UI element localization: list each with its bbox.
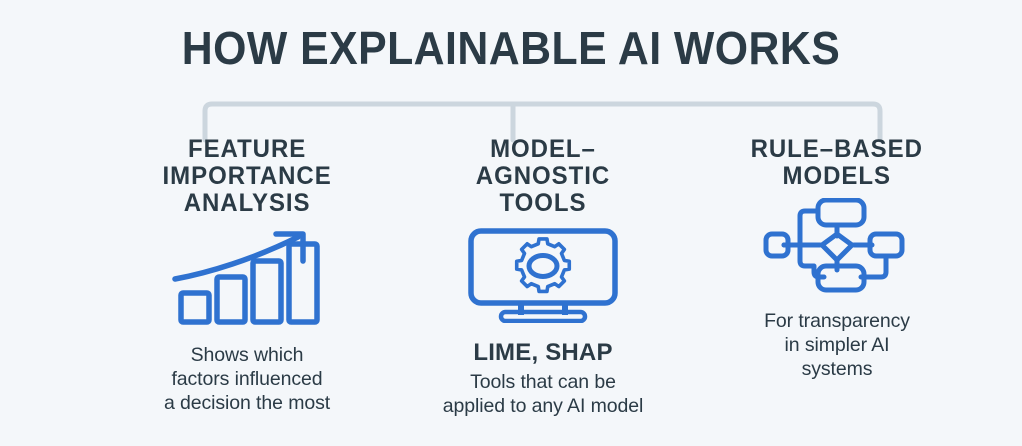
column-heading-model-agnostic-tools: MODEL– AGNOSTIC TOOLS [475,135,611,217]
bracket-connector-icon [202,101,883,143]
column-heading-rule-based-models: RULE–BASED MODELS [750,135,924,190]
column-feature-importance-analysis: FEATURE IMPORTANCE ANALYSIS Shows which … [97,136,397,415]
flowchart-icon [762,198,912,294]
column-rule-based-models: RULE–BASED MODELS [687,136,987,381]
page-title: HOW EXPLAINABLE AI WORKS [181,22,841,74]
bracket-connector [0,96,1022,144]
column-description-rule-based-models: For transparency in simpler AI systems [764,310,910,380]
monitor-gear-icon [463,227,623,323]
column-heading-feature-importance-analysis: FEATURE IMPORTANCE ANALYSIS [162,135,332,217]
column-description-feature-importance-analysis: Shows which factors influenced a decisio… [163,344,331,414]
column-model-agnostic-tools: MODEL– AGNOSTIC TOOLS [393,136,693,418]
column-emphasis-model-agnostic-tools: LIME, SHAP [473,339,613,366]
columns-container: FEATURE IMPORTANCE ANALYSIS Shows which … [0,136,1022,446]
column-description-model-agnostic-tools: Tools that can be applied to any AI mode… [442,371,644,417]
bar-chart-growth-icon [172,231,322,327]
